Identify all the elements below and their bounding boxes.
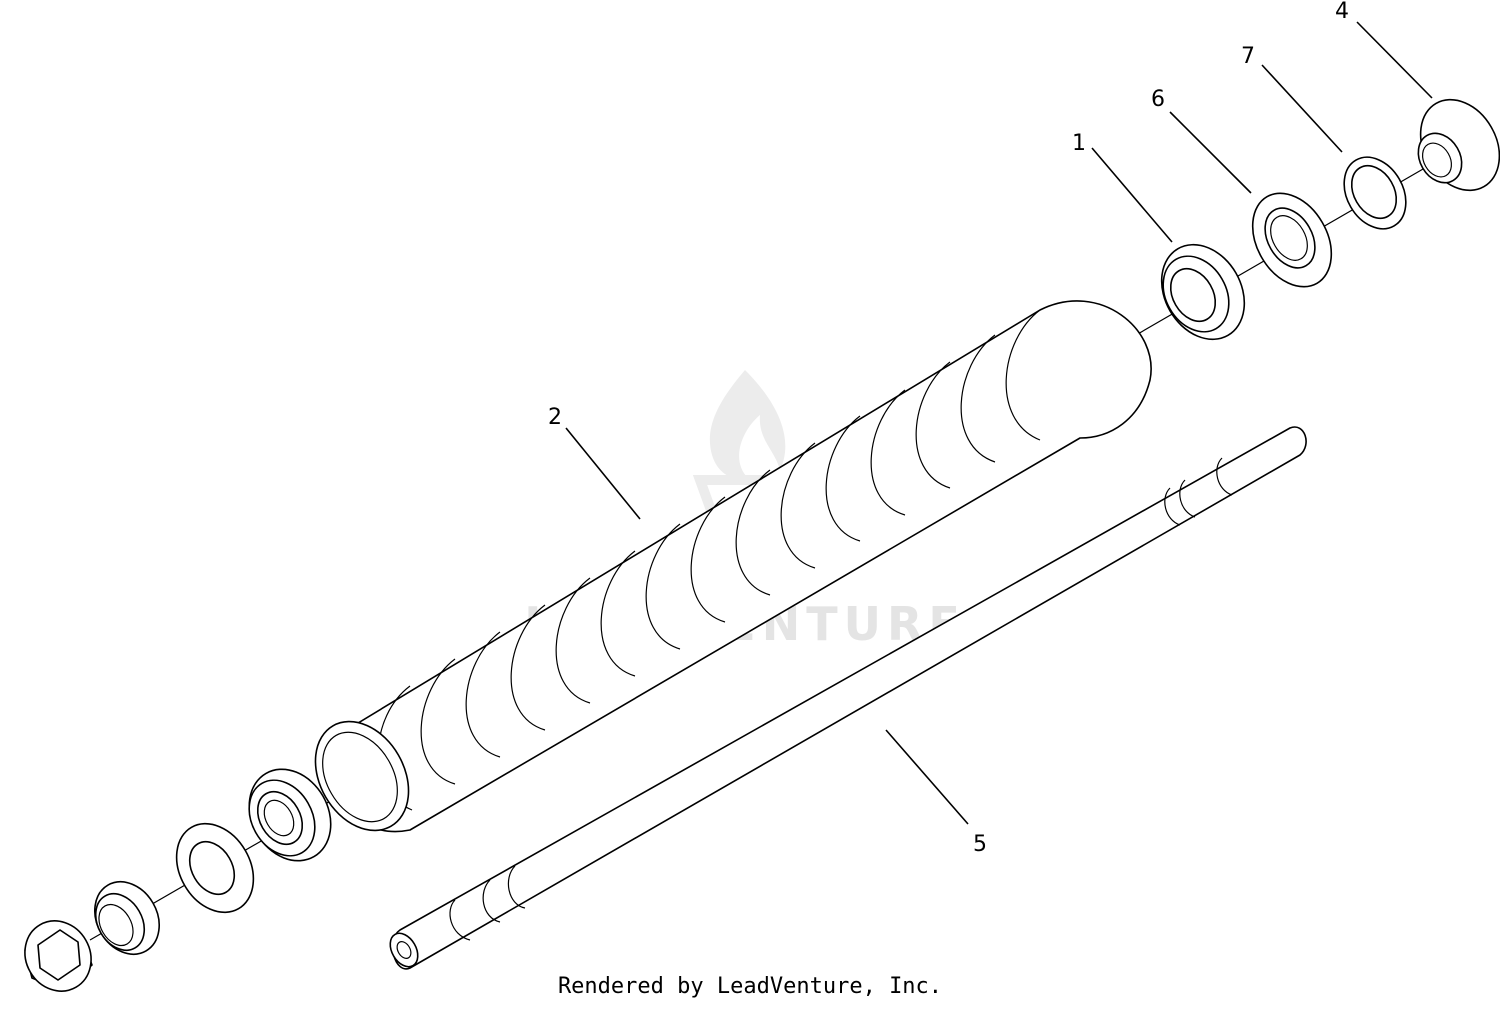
render-credit: Rendered by LeadVenture, Inc. [557, 974, 943, 999]
flange-bolt [24, 920, 93, 992]
callout-2: 2 [548, 405, 562, 430]
callout-5: 5 [973, 832, 987, 857]
bearing-right [1160, 243, 1246, 341]
bushing-right [1343, 156, 1407, 230]
bushing-left [94, 881, 160, 955]
leader-line-5 [885, 729, 969, 825]
callout-1: 1 [1072, 131, 1086, 156]
ribbed-roller [314, 300, 1152, 833]
leader-line-2 [565, 427, 641, 520]
callout-7: 7 [1241, 44, 1255, 69]
leader-line-1 [1091, 147, 1173, 243]
flanged-bushing [1417, 98, 1500, 192]
leader-line-7 [1261, 64, 1343, 153]
callout-4: 4 [1335, 0, 1349, 24]
callout-6: 6 [1151, 87, 1165, 112]
leader-line-4 [1356, 21, 1433, 99]
washer-left [175, 822, 255, 914]
leader-line-6 [1169, 111, 1252, 194]
bearing-left [248, 768, 332, 862]
washer-right [1251, 192, 1333, 288]
roller-shaft [389, 426, 1307, 970]
